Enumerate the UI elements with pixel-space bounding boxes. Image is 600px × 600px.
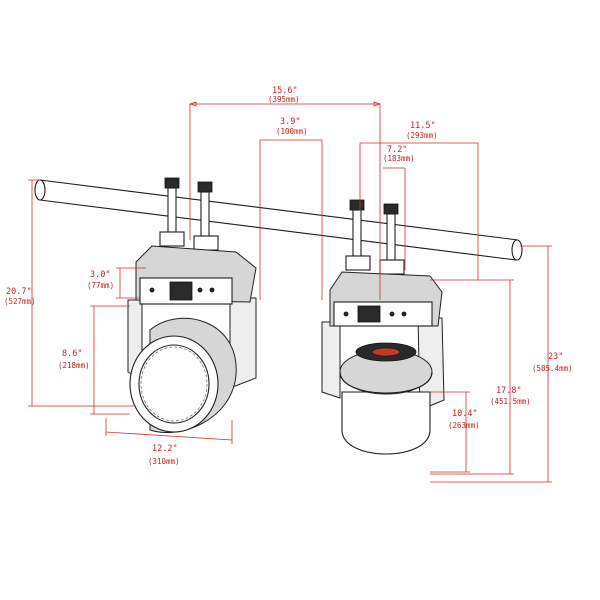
left-fixture-front-view bbox=[127, 177, 257, 434]
label-total-height-left: 20.7" bbox=[6, 287, 32, 297]
dimension-labels: 15.6" (395mm) 3.9" (100mm) 11.5" (293mm)… bbox=[4, 86, 573, 466]
right-yoke-arm-left bbox=[321, 321, 341, 399]
label-base-height-metric: (77mm) bbox=[87, 281, 114, 290]
label-overall-width-metric: (395mm) bbox=[268, 95, 300, 104]
label-overall-width: 15.6" bbox=[272, 86, 298, 96]
label-total-height-right-metric: (585.4mm) bbox=[532, 364, 573, 373]
label-total-height-left-metric: (527mm) bbox=[4, 297, 36, 306]
label-head-height: 8.6" bbox=[62, 349, 82, 359]
left-head bbox=[129, 317, 237, 434]
truss-pipe bbox=[34, 179, 523, 261]
label-clamp-span: 7.2" bbox=[387, 145, 407, 155]
label-base-width-metric: (293mm) bbox=[406, 131, 438, 140]
label-clamp-span-metric: (183mm) bbox=[383, 154, 415, 163]
right-base-panel bbox=[333, 301, 433, 327]
label-head-height-metric: (218mm) bbox=[58, 361, 90, 370]
label-fixture-height-metric: (451.5mm) bbox=[490, 397, 531, 406]
label-head-width: 12.2" bbox=[152, 444, 178, 454]
left-display-icon bbox=[169, 281, 193, 301]
right-display-icon bbox=[357, 305, 381, 323]
label-total-height-right: 23" bbox=[548, 352, 563, 362]
right-fixture-side-view bbox=[321, 199, 445, 455]
label-base-width: 11.5" bbox=[410, 121, 436, 131]
label-yoke-offset-metric: (100mm) bbox=[276, 127, 308, 136]
right-head bbox=[339, 342, 433, 455]
label-head-depth: 10.4" bbox=[452, 409, 478, 419]
label-head-depth-metric: (263mm) bbox=[448, 421, 480, 430]
dimension-lines bbox=[28, 101, 552, 483]
label-fixture-height: 17.8" bbox=[496, 386, 522, 396]
right-clamps bbox=[345, 199, 405, 275]
label-head-width-metric: (310mm) bbox=[148, 457, 180, 466]
left-clamps bbox=[159, 177, 219, 251]
label-yoke-offset: 3.9" bbox=[280, 117, 300, 127]
label-base-height: 3.0" bbox=[90, 270, 110, 280]
